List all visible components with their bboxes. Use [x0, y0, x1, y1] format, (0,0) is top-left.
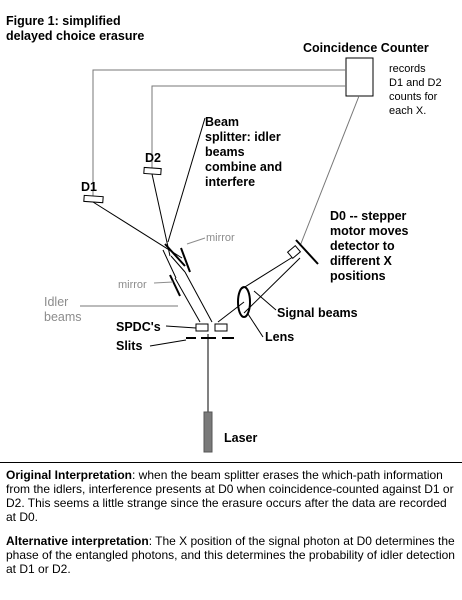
- d0-line-1: D0 -- stepper: [330, 209, 407, 223]
- alternative-interpretation-paragraph: Alternative interpretation: The X positi…: [6, 534, 458, 576]
- upper-mirror-element: [180, 247, 191, 273]
- spdc-label: SPDC's: [116, 320, 161, 334]
- beam-splitter-line-5: interfere: [205, 175, 255, 189]
- d0-line-4: different X: [330, 254, 392, 268]
- optics-elements: [164, 239, 319, 297]
- d0-line-3: detector to: [330, 239, 395, 253]
- signal-beams-label: Signal beams: [277, 306, 358, 320]
- mirror-upper-label: mirror: [206, 232, 235, 244]
- detector-d0: [286, 245, 302, 259]
- spdc-crystal-right: [214, 323, 228, 332]
- original-interpretation-paragraph: Original Interpretation: when the beam s…: [6, 468, 458, 524]
- alternative-interpretation-heading: Alternative interpretation: [6, 534, 149, 548]
- lens-label: Lens: [265, 330, 294, 344]
- slits-pointer: [149, 339, 187, 347]
- figure-title-line-1: Figure 1: simplified: [6, 14, 121, 28]
- beam-splitter-element: [164, 243, 186, 267]
- detector-d1: [83, 194, 104, 204]
- detector-wires: [92, 69, 360, 247]
- idler-beams-line-2: beams: [44, 310, 82, 324]
- slits-label: Slits: [116, 339, 142, 353]
- records-line-3: counts for: [389, 91, 438, 103]
- beam-splitter-line-4: combine and: [205, 160, 282, 174]
- original-interpretation-text: : when the beam splitter erases the whic…: [6, 468, 454, 524]
- d0-line-5: positions: [330, 269, 386, 283]
- coincidence-counter-label: Coincidence Counter: [303, 41, 429, 55]
- beam-splitter-line-2: splitter: idler: [205, 130, 281, 144]
- laser-body: [203, 411, 213, 453]
- mirror-upper-pointer: [186, 237, 206, 245]
- mirror-lower-pointer: [153, 281, 174, 284]
- figure-title-line-2: delayed choice erasure: [6, 29, 144, 43]
- delayed-choice-erasure-diagram: Figure 1: simplified delayed choice eras…: [6, 14, 442, 453]
- beam-splitter-line-3: beams: [205, 145, 245, 159]
- alternative-interpretation-text: : The X position of the signal photon at…: [6, 534, 455, 576]
- lower-mirror-element: [169, 274, 181, 297]
- records-line-1: records: [389, 63, 426, 75]
- d2-label: D2: [145, 151, 161, 165]
- d1-label: D1: [81, 180, 97, 194]
- captions: Original Interpretation: when the beam s…: [6, 468, 458, 586]
- laser-label: Laser: [224, 431, 257, 445]
- d0-detector-track: [295, 239, 319, 265]
- beam-splitter-line-1: Beam: [205, 115, 239, 129]
- lens-pointer: [247, 313, 264, 338]
- lens: [237, 286, 251, 318]
- beam-splitter-pointer: [167, 117, 206, 243]
- detector-d2: [143, 166, 162, 176]
- spdc-crystal-left: [195, 323, 209, 332]
- caption-divider: [0, 462, 462, 463]
- idler-beams-line-1: Idler: [44, 295, 68, 309]
- beam-paths: [92, 173, 301, 412]
- spdc-pointer: [165, 325, 197, 329]
- coincidence-counter-box: [345, 57, 374, 97]
- records-line-4: each X.: [389, 105, 426, 117]
- records-line-2: D1 and D2: [389, 77, 442, 89]
- mirror-lower-label: mirror: [118, 279, 147, 291]
- signal-beams-pointer: [253, 290, 277, 311]
- original-interpretation-heading: Original Interpretation: [6, 468, 133, 482]
- d0-line-2: motor moves: [330, 224, 409, 238]
